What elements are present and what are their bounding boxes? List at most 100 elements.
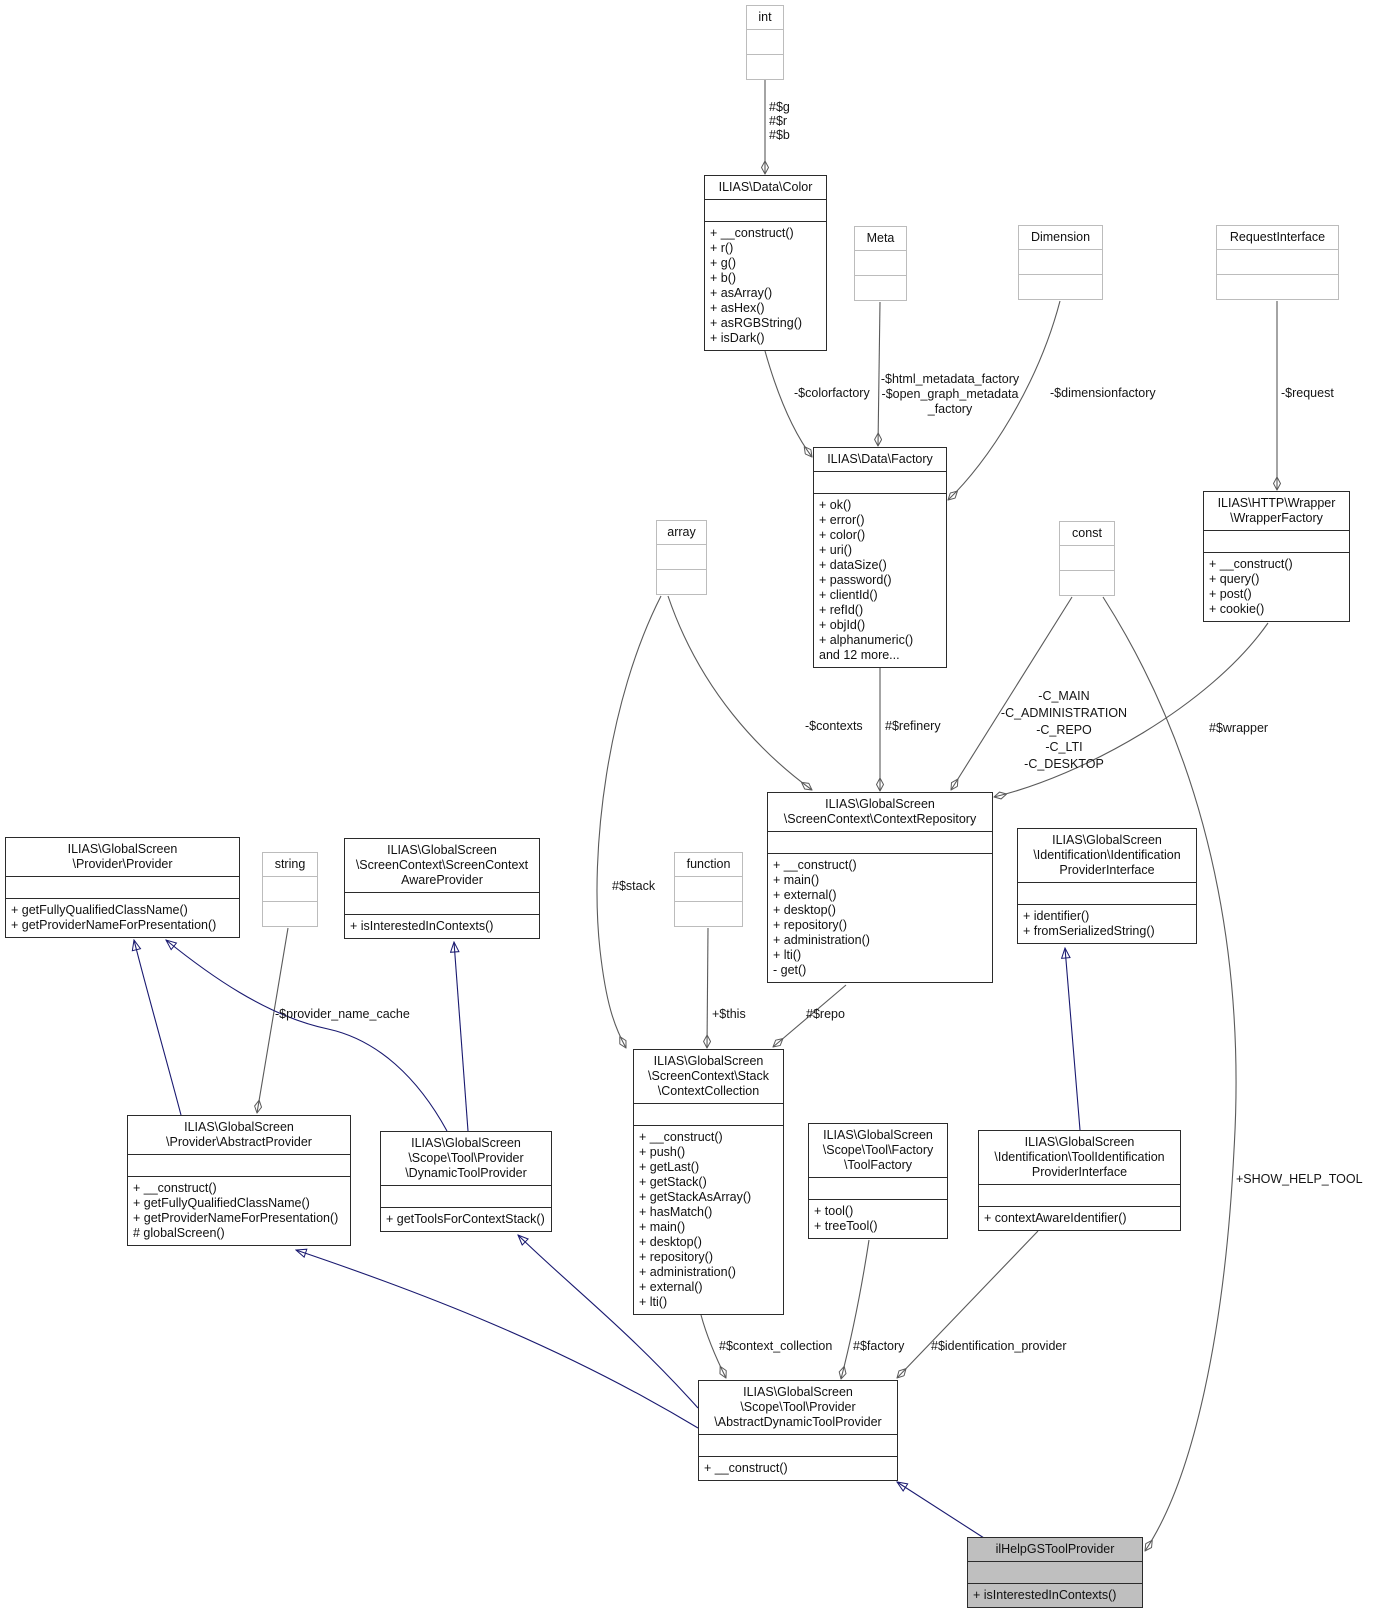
class-abstractdynamictoolprovider[interactable]: ILIAS\GlobalScreen \Scope\Tool\Provider … bbox=[698, 1380, 898, 1481]
class-methods: + __construct() bbox=[699, 1457, 897, 1480]
method-row: + refId() bbox=[819, 603, 864, 617]
method-row: + query() bbox=[1209, 572, 1260, 586]
class-title: ILIAS\GlobalScreen \Scope\Tool\Provider … bbox=[381, 1132, 551, 1186]
class-int[interactable]: int bbox=[746, 5, 784, 80]
class-title: ILIAS\Data\Factory bbox=[814, 448, 946, 472]
class-title: ILIAS\GlobalScreen \Identification\ToolI… bbox=[979, 1131, 1180, 1185]
class-attributes bbox=[705, 200, 826, 222]
edge-aggregation-contextrepository-contextcollection bbox=[773, 984, 847, 1047]
class-array[interactable]: array bbox=[656, 520, 707, 595]
class-string[interactable]: string bbox=[262, 852, 318, 927]
method-row: + clientId() bbox=[819, 588, 878, 602]
class-attributes bbox=[1204, 531, 1349, 553]
class-contextrepository[interactable]: ILIAS\GlobalScreen \ScreenContext\Contex… bbox=[767, 792, 993, 983]
method-row: + __construct() bbox=[639, 1130, 723, 1144]
edge-label-repo: #$repo bbox=[806, 1007, 845, 1021]
class-meta[interactable]: Meta bbox=[854, 226, 907, 301]
edge-aggregation-tipi-abstractdynamictoolprovider bbox=[897, 1230, 1039, 1378]
class-methods bbox=[1019, 275, 1102, 299]
class-contextcollection[interactable]: ILIAS\GlobalScreen \ScreenContext\Stack … bbox=[633, 1049, 784, 1315]
class-ilias-data-color[interactable]: ILIAS\Data\Color + __construct()+ r()+ g… bbox=[704, 175, 827, 351]
class-screencontextawareprovider[interactable]: ILIAS\GlobalScreen \ScreenContext\Screen… bbox=[344, 838, 540, 939]
method-row: + lti() bbox=[773, 948, 802, 962]
edge-label-refinery: #$refinery bbox=[885, 719, 941, 733]
class-methods: + contextAwareIdentifier() bbox=[979, 1207, 1180, 1230]
method-row: + administration() bbox=[639, 1265, 736, 1279]
edge-aggregation-meta-factory bbox=[878, 301, 880, 446]
class-const[interactable]: const bbox=[1059, 521, 1115, 596]
method-row: + uri() bbox=[819, 543, 852, 557]
class-provider-provider[interactable]: ILIAS\GlobalScreen \Provider\Provider + … bbox=[5, 837, 240, 938]
class-title: Meta bbox=[855, 227, 906, 251]
edge-label-factory: #$factory bbox=[853, 1339, 905, 1353]
edge-label-request: -$request bbox=[1281, 386, 1334, 400]
edge-aggregation-array-contextcollection bbox=[596, 595, 662, 1048]
edge-aggregation-toolfactory-abstractdynamictoolprovider bbox=[841, 1239, 870, 1379]
edge-aggregation-string-abstractprovider bbox=[257, 927, 289, 1113]
edge-inheritance-abstractdynamictoolprovider-abstractprovider bbox=[296, 1250, 699, 1429]
class-attributes bbox=[979, 1185, 1180, 1207]
class-title: ILIAS\Data\Color bbox=[705, 176, 826, 200]
class-ilias-data-factory[interactable]: ILIAS\Data\Factory + ok()+ error()+ colo… bbox=[813, 447, 947, 668]
method-row: + cookie() bbox=[1209, 602, 1265, 616]
edge-label-context-constants: -C_MAIN -C_ADMINISTRATION -C_REPO -C_LTI… bbox=[1000, 689, 1128, 771]
edge-aggregation-const-ilhelp bbox=[1102, 596, 1237, 1551]
class-attributes bbox=[657, 545, 706, 570]
method-row: + getLast() bbox=[639, 1160, 700, 1174]
edge-inheritance-abstractdynamictoolprovider-dynamictoolprovider bbox=[518, 1235, 699, 1409]
class-toolidentificationproviderinterface[interactable]: ILIAS\GlobalScreen \Identification\ToolI… bbox=[978, 1130, 1181, 1231]
class-attributes bbox=[855, 251, 906, 276]
class-attributes bbox=[814, 472, 946, 494]
method-row: + objId() bbox=[819, 618, 866, 632]
class-requestinterface[interactable]: RequestInterface bbox=[1216, 225, 1339, 300]
method-row: + __construct() bbox=[773, 858, 857, 872]
class-methods: + __construct()+ main()+ external()+ des… bbox=[768, 854, 992, 982]
method-row: + alphanumeric() bbox=[819, 633, 914, 647]
edge-label-int-color: #$g #$r #$b bbox=[769, 100, 790, 142]
class-methods: + __construct()+ push()+ getLast()+ getS… bbox=[634, 1126, 783, 1314]
class-identificationproviderinterface[interactable]: ILIAS\GlobalScreen \Identification\Ident… bbox=[1017, 828, 1197, 944]
method-row: + tool() bbox=[814, 1204, 854, 1218]
method-row: - get() bbox=[773, 963, 807, 977]
class-dimension[interactable]: Dimension bbox=[1018, 225, 1103, 300]
class-methods: + ok()+ error()+ color()+ uri()+ dataSiz… bbox=[814, 494, 946, 667]
edge-aggregation-const-contextrepository bbox=[951, 596, 1073, 790]
class-attributes bbox=[1018, 883, 1196, 905]
class-title: Dimension bbox=[1019, 226, 1102, 250]
class-title: ILIAS\GlobalScreen \Scope\Tool\Provider … bbox=[699, 1381, 897, 1435]
edge-aggregation-array-contextrepository bbox=[667, 595, 812, 790]
class-methods: + getToolsForContextStack() bbox=[381, 1208, 551, 1231]
edge-aggregation-wrapperfactory-contextrepository bbox=[994, 622, 1269, 797]
method-row: + password() bbox=[819, 573, 892, 587]
method-row: + g() bbox=[710, 256, 737, 270]
method-row: + lti() bbox=[639, 1295, 668, 1309]
class-ilhelpgstoolprovider[interactable]: ilHelpGSToolProvider + isInterestedInCon… bbox=[967, 1537, 1143, 1608]
class-title: array bbox=[657, 521, 706, 545]
class-abstractprovider[interactable]: ILIAS\GlobalScreen \Provider\AbstractPro… bbox=[127, 1115, 351, 1246]
class-attributes bbox=[263, 877, 317, 902]
class-toolfactory[interactable]: ILIAS\GlobalScreen \Scope\Tool\Factory \… bbox=[808, 1123, 948, 1239]
method-row: + getFullyQualifiedClassName() bbox=[133, 1196, 310, 1210]
edge-aggregation-dimension-factory bbox=[948, 300, 1061, 500]
method-row: + asRGBString() bbox=[710, 316, 803, 330]
class-ilias-http-wrapper-wrapperfactory[interactable]: ILIAS\HTTP\Wrapper \WrapperFactory + __c… bbox=[1203, 491, 1350, 622]
class-dynamictoolprovider[interactable]: ILIAS\GlobalScreen \Scope\Tool\Provider … bbox=[380, 1131, 552, 1232]
method-row: + getStack() bbox=[639, 1175, 707, 1189]
method-row: + getToolsForContextStack() bbox=[386, 1212, 545, 1226]
class-title: ILIAS\GlobalScreen \Scope\Tool\Factory \… bbox=[809, 1124, 947, 1178]
method-row: + isDark() bbox=[710, 331, 765, 345]
method-row: + repository() bbox=[639, 1250, 713, 1264]
method-row: + push() bbox=[639, 1145, 686, 1159]
method-row: + isInterestedInContexts() bbox=[350, 919, 494, 933]
class-attributes bbox=[699, 1435, 897, 1457]
method-row: + __construct() bbox=[710, 226, 794, 240]
edge-label-this: +$this bbox=[712, 1007, 746, 1021]
method-row: + __construct() bbox=[1209, 557, 1293, 571]
method-row: + external() bbox=[773, 888, 837, 902]
class-function[interactable]: function bbox=[674, 852, 743, 927]
edge-inheritance-tipi-identificationproviderinterface bbox=[1065, 948, 1081, 1131]
edge-label-stack: #$stack bbox=[612, 879, 656, 893]
method-row: + __construct() bbox=[704, 1461, 788, 1475]
